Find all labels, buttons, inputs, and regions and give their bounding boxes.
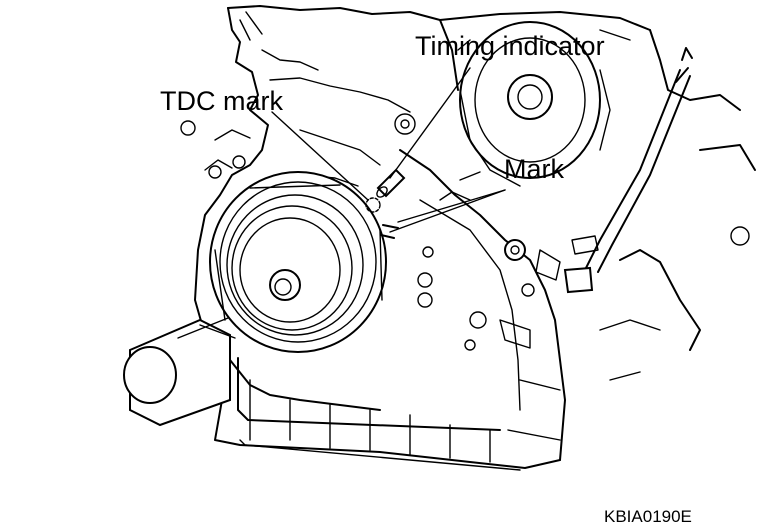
leader-lines — [271, 67, 506, 233]
timing-indicator-pin — [365, 168, 406, 213]
oil-pan — [209, 329, 521, 471]
upper-pulley — [439, 11, 651, 187]
right-bracket — [563, 29, 756, 381]
tdc-mark-leader — [271, 111, 369, 201]
crankshaft-pulley — [209, 171, 399, 353]
timing-cover — [399, 149, 566, 461]
timing-indicator-label: Timing indicator — [415, 31, 605, 61]
tdc-mark-label: TDC mark — [160, 86, 283, 116]
figure-code: KBIA0190E — [604, 507, 692, 525]
mark-label: Mark — [504, 154, 564, 184]
engine-block — [180, 5, 561, 469]
mark-leader-1 — [397, 189, 506, 223]
oil-filter — [123, 317, 236, 427]
mark-leader-2 — [389, 189, 506, 233]
timing-indicator-leader — [389, 67, 471, 179]
